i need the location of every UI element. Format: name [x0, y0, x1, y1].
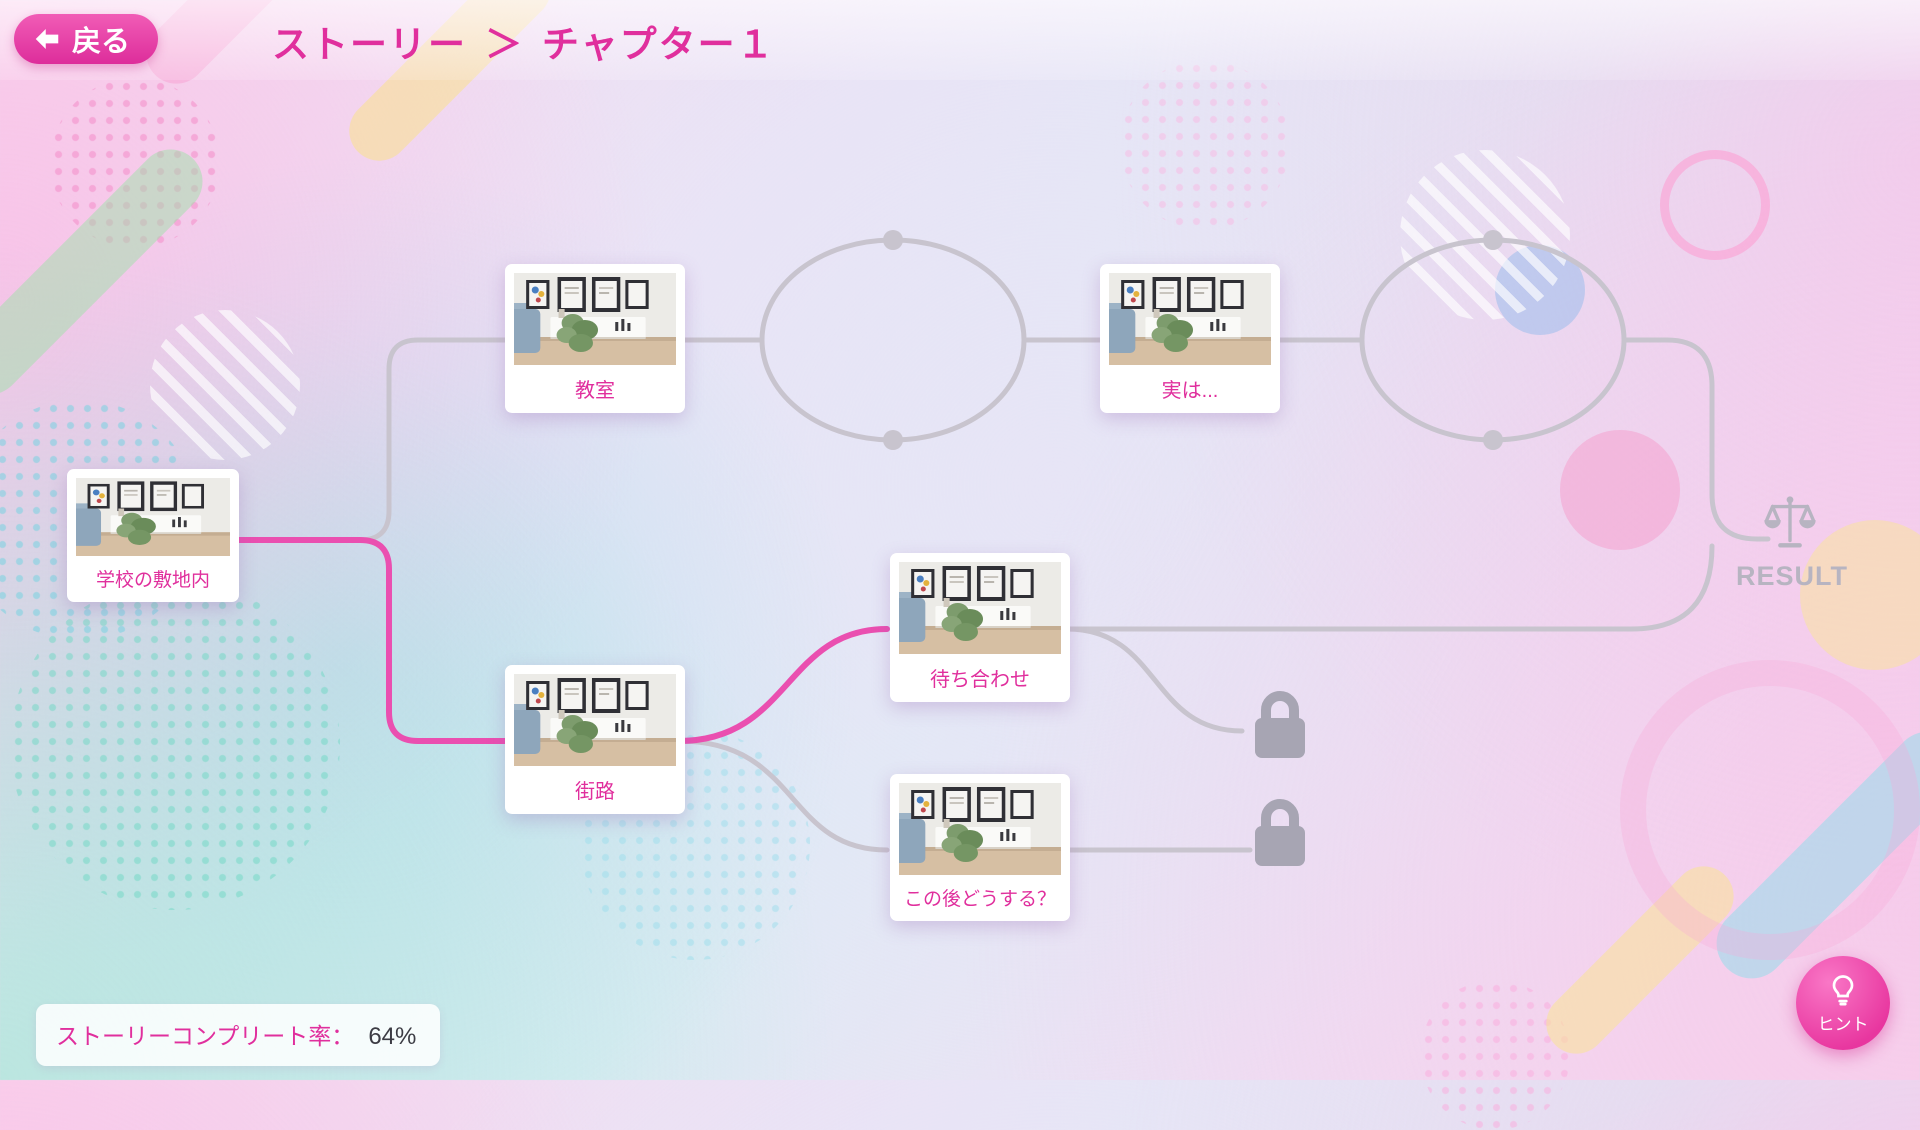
connector-street-meetup-active — [676, 626, 890, 744]
story-node-label: 学校の敷地内 — [95, 570, 210, 591]
hint-button[interactable]: ヒント — [1796, 956, 1890, 1050]
scene-thumbnail — [514, 674, 676, 766]
story-node-label: この後どうする？ — [903, 889, 1056, 910]
connector-meetup-locked — [1064, 626, 1245, 734]
story-flow-connectors — [235, 230, 1771, 866]
story-node-label: 待ち合わせ — [930, 669, 1030, 691]
story-node-street[interactable]: 街路 — [505, 665, 685, 814]
story-node-actually[interactable]: 実は... — [1100, 264, 1280, 413]
back-button[interactable]: 戻る — [14, 14, 159, 64]
story-node-school-grounds[interactable]: 学校の敷地内 — [67, 469, 239, 602]
connector-branch-loop-1 — [759, 237, 1027, 443]
scene-thumbnail — [899, 783, 1061, 875]
scales-icon — [1764, 496, 1816, 548]
connector-meetup-result — [1064, 543, 1715, 632]
lightbulb-icon — [1832, 974, 1854, 1005]
result-node[interactable]: RESULT — [1736, 492, 1848, 592]
scene-thumbnail — [1109, 273, 1271, 365]
progress-value: 64% — [368, 1023, 417, 1050]
connector-start-street-active — [235, 537, 508, 744]
back-arrow-icon — [35, 29, 59, 49]
connector-start-classroom — [235, 337, 508, 543]
padlock-icon — [1255, 691, 1305, 758]
branch-dot — [1483, 430, 1503, 450]
padlock-icon — [1255, 799, 1305, 866]
connector-street-whatnext — [676, 738, 890, 853]
result-label: RESULT — [1736, 561, 1848, 591]
breadcrumb-section: ストーリー — [272, 24, 467, 65]
scene-thumbnail — [899, 562, 1061, 654]
connector-loop2-result — [1621, 337, 1771, 542]
story-node-what-next[interactable]: この後どうする？ — [890, 774, 1070, 921]
story-complete-rate: ストーリーコンプリート率： 64% — [36, 1004, 441, 1066]
hint-button-label: ヒント — [1817, 1014, 1869, 1034]
breadcrumb: ストーリー ＞ チャプター１ — [272, 14, 776, 68]
breadcrumb-separator: ＞ — [485, 24, 524, 65]
branch-dot — [883, 230, 903, 250]
connector-branch-loop-2 — [1359, 237, 1627, 443]
scene-thumbnail — [514, 273, 676, 365]
scene-thumbnail — [76, 478, 230, 556]
story-node-label: 教室 — [575, 380, 615, 402]
progress-bar-track — [36, 1060, 316, 1066]
story-node-label: 実は... — [1161, 380, 1219, 402]
back-button-label: 戻る — [72, 26, 131, 58]
progress-label: ストーリーコンプリート率： — [56, 1023, 355, 1049]
story-node-meetup[interactable]: 待ち合わせ — [890, 553, 1070, 702]
breadcrumb-current: チャプター１ — [542, 24, 776, 65]
story-node-classroom[interactable]: 教室 — [505, 264, 685, 413]
branch-dot — [883, 430, 903, 450]
branch-dot — [1483, 230, 1503, 250]
story-node-label: 街路 — [575, 781, 615, 803]
